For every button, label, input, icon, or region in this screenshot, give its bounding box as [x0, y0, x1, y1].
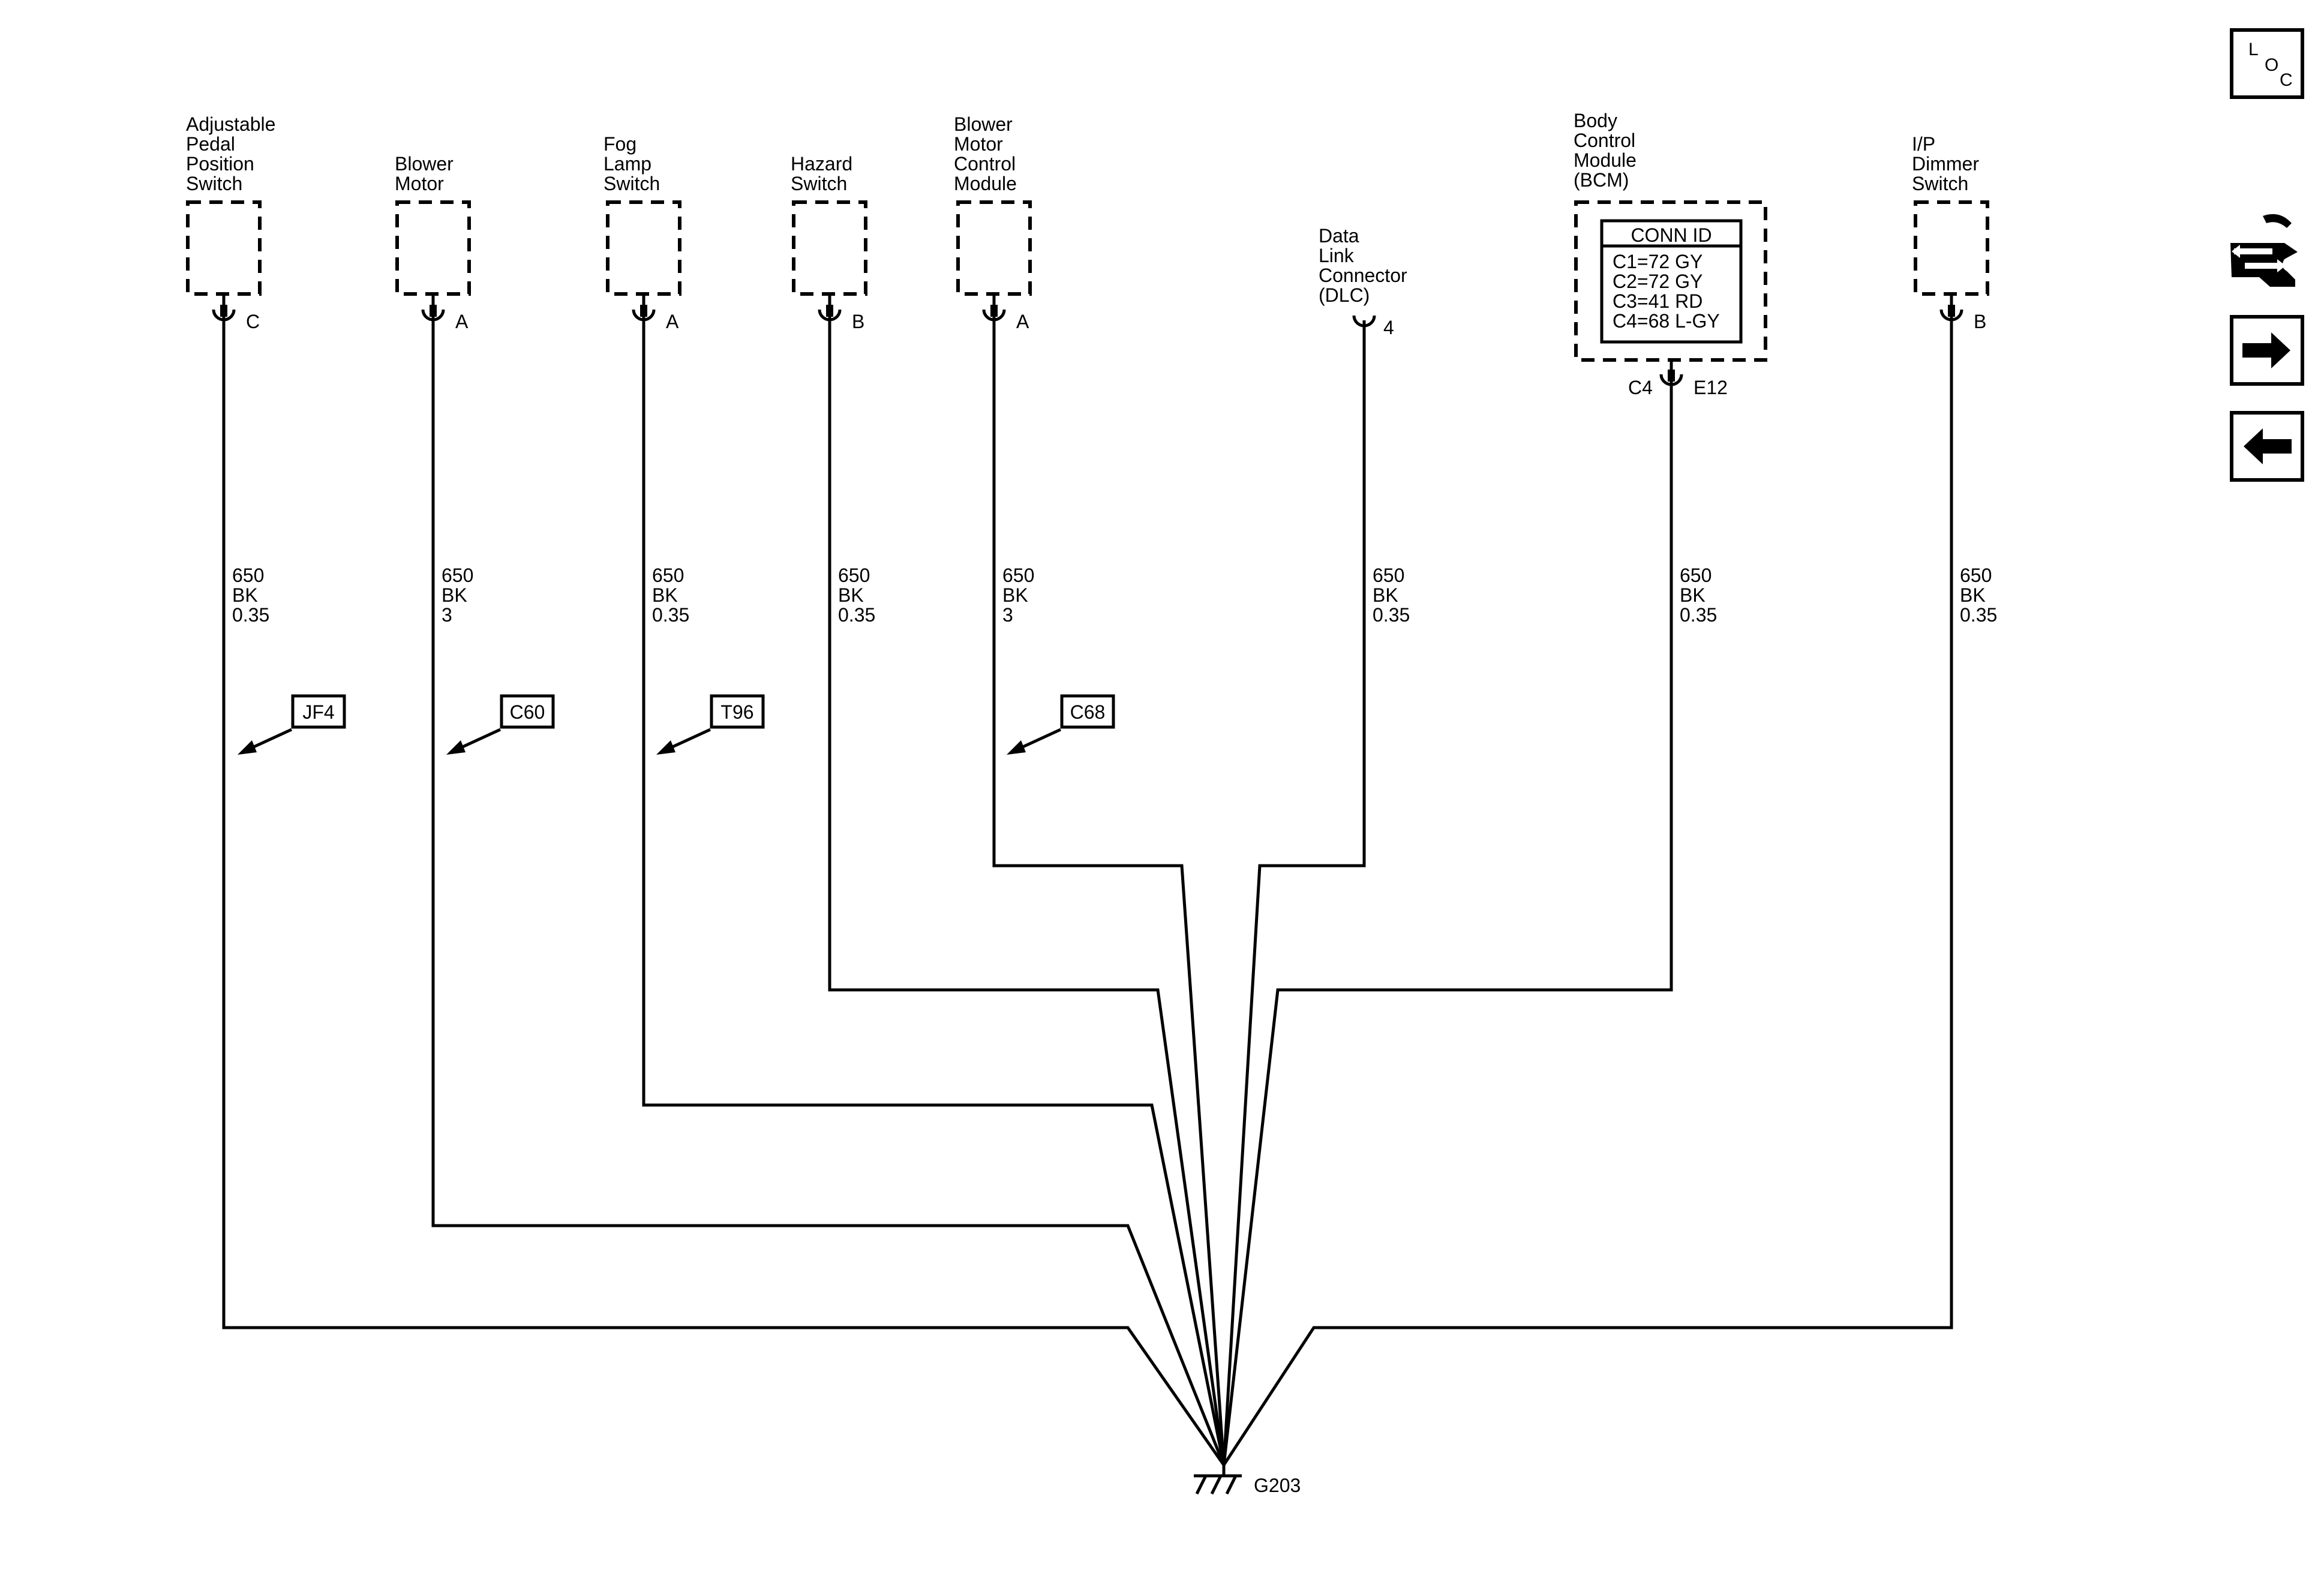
reference-tag-label: C60 — [510, 701, 545, 723]
component-name: Blower Motor — [395, 153, 459, 194]
pin-label: A — [666, 311, 679, 332]
component-body-control-module: Body Control Module (BCM) CONN ID C1=72 … — [1574, 110, 1767, 398]
reference-tag-c60[interactable]: C60 — [446, 694, 555, 755]
conn-id-title: CONN ID — [1631, 224, 1712, 246]
component-name: I/P Dimmer Switch — [1912, 133, 1984, 194]
pin-label: A — [1016, 311, 1029, 332]
wire-adjustable-pedal-position-switch — [222, 317, 1226, 1466]
component-outline — [1914, 200, 1989, 296]
reference-tag-c68[interactable]: C68 — [1007, 694, 1115, 755]
reference-tag-t96[interactable]: T96 — [656, 694, 765, 755]
pin-label: A — [455, 311, 469, 332]
wire-blower-motor — [431, 317, 1226, 1466]
wire-ip-dimmer-switch — [1222, 317, 1953, 1466]
component-blower-motor: Blower Motor A — [395, 153, 471, 332]
reference-arrow-icon — [1015, 728, 1062, 752]
component-adjustable-pedal-position-switch: Adjustable Pedal Position Switch C — [186, 113, 281, 332]
reference-arrow-icon — [665, 728, 711, 752]
conn-id-table: CONN ID C1=72 GY C2=72 GY C3=41 RD C4=68… — [1600, 219, 1743, 344]
component-data-link-connector: Data Link Connector (DLC) 4 — [1319, 225, 1413, 338]
component-name: Blower Motor Control Module — [954, 113, 1021, 194]
component-outline — [606, 200, 681, 296]
loc-letter: C — [2280, 70, 2293, 90]
loc-letter: O — [2265, 55, 2278, 75]
reference-tag-label: C68 — [1070, 701, 1106, 723]
wire-blower-motor-control-module — [992, 317, 1226, 1466]
loc-letter: L — [2248, 40, 2259, 59]
pin-label: B — [852, 311, 864, 332]
wire-fog-lamp-switch — [642, 317, 1226, 1466]
component-name: Hazard Switch — [791, 153, 858, 194]
component-name: Body Control Module (BCM) — [1574, 110, 1642, 191]
connector-swap-button[interactable] — [2230, 214, 2298, 287]
pin-label: B — [1974, 311, 1986, 332]
reference-arrow-icon — [455, 728, 502, 752]
reference-arrow-icon — [246, 728, 293, 752]
component-blower-motor-control-module: Blower Motor Control Module A — [954, 113, 1032, 332]
ground-g203: G203 — [1194, 1465, 1301, 1496]
previous-button[interactable] — [2230, 411, 2304, 482]
component-fog-lamp-switch: Fog Lamp Switch A — [603, 133, 681, 332]
right-arrow-icon — [2242, 332, 2290, 368]
component-outline — [186, 200, 262, 296]
wire-data-link-connector — [1222, 320, 1366, 1466]
reference-tags[interactable]: JF4 C60 T96 C68 — [238, 694, 1115, 755]
wire-body-control-module — [1222, 382, 1673, 1466]
conn-id-rows: C1=72 GY C2=72 GY C3=41 RD C4=68 L-GY — [1613, 251, 1720, 332]
reference-tag-label: JF4 — [302, 701, 334, 723]
component-outline — [956, 200, 1032, 296]
left-arrow-icon — [2244, 428, 2292, 464]
component-outline — [395, 200, 471, 296]
component-outline — [792, 200, 867, 296]
component-name: Data Link Connector (DLC) — [1319, 225, 1413, 306]
pin-label: 4 — [1383, 317, 1394, 338]
component-ip-dimmer-switch: I/P Dimmer Switch B — [1912, 133, 1989, 332]
wires — [222, 317, 1953, 1466]
reference-tag-label: T96 — [720, 701, 753, 723]
connector-label: C4 — [1628, 377, 1653, 398]
pin-label: C — [246, 311, 260, 332]
loc-button[interactable]: L O C — [2230, 28, 2304, 99]
connector-swap-icon — [2230, 214, 2298, 287]
pin-label: E12 — [1694, 377, 1728, 398]
wire-hazard-switch — [828, 317, 1226, 1466]
next-button[interactable] — [2230, 315, 2304, 386]
component-name: Adjustable Pedal Position Switch — [186, 113, 281, 194]
ground-label: G203 — [1254, 1475, 1301, 1496]
component-name: Fog Lamp Switch — [603, 133, 660, 194]
component-hazard-switch: Hazard Switch B — [791, 153, 867, 332]
reference-tag-jf4[interactable]: JF4 — [238, 694, 346, 755]
